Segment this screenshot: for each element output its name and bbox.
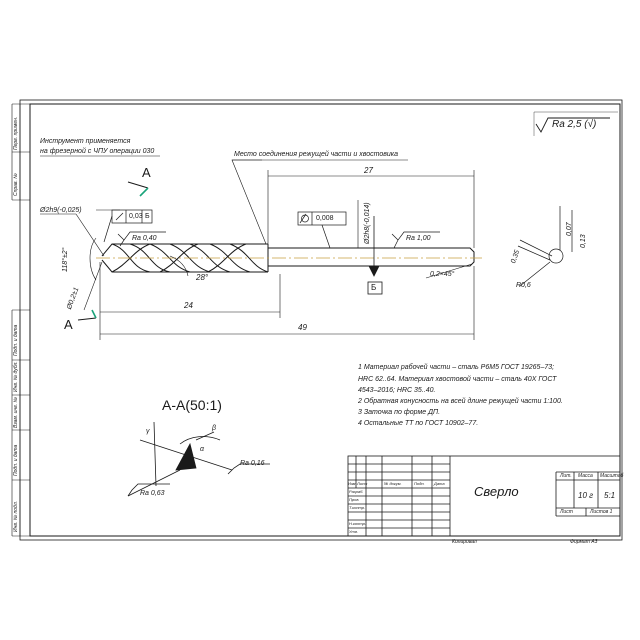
- section-title: A-A(50:1): [162, 397, 222, 413]
- radius-right: R0,6: [516, 282, 531, 289]
- roughness-tip: [117, 231, 166, 247]
- chamfer-dim: 0,2×45°: [430, 271, 455, 278]
- runout-frame: [103, 209, 153, 243]
- scale-value: 5:1: [604, 491, 616, 500]
- roughness-shank-label: Ra 1,00: [406, 235, 431, 242]
- roughness-section-left: Ra 0,63: [140, 490, 165, 497]
- section-marks: [77, 181, 149, 321]
- section-gamma: γ: [146, 428, 150, 435]
- dim-007: 0,07: [566, 222, 573, 236]
- section-view: [127, 421, 270, 497]
- joint-leader: [231, 159, 267, 245]
- sheets-label: Листов 1: [590, 509, 613, 515]
- dim-total-length-label: 49: [298, 323, 307, 332]
- side-label-6: Подп. и дата: [13, 444, 19, 476]
- cylindricity-frame: [297, 211, 347, 249]
- changes-col-5: Дата: [434, 481, 445, 486]
- tip-diameter: Ø2h9(-0,025): [40, 207, 82, 214]
- role-ncontrol: Н.контр.: [349, 521, 366, 526]
- datum-letter: Б: [371, 283, 377, 292]
- dim-shank-length-label: 27: [364, 166, 373, 175]
- dim-013: 0,13: [580, 234, 587, 248]
- general-roughness: Ra 2,5 (√): [552, 119, 597, 130]
- role-approved: Утв.: [349, 529, 359, 534]
- note-line-2: HRC 62..64. Материал хвостовой части – с…: [358, 376, 557, 383]
- datum-marker: [367, 216, 383, 295]
- header-lit: Лит.: [560, 473, 572, 479]
- changes-col-3: № докум.: [384, 481, 402, 486]
- helix-angle: 28°: [196, 273, 209, 282]
- dim-cutting-length: [99, 262, 281, 340]
- side-label-4: Инв. № дубл.: [13, 361, 19, 392]
- side-label-7: Инв. № подл.: [13, 500, 19, 532]
- role-tcontrol: Т.контр.: [349, 505, 366, 510]
- tip-dims: [40, 209, 120, 311]
- dim-total-length: [100, 266, 475, 340]
- note-line-1: 1 Материал рабочей части – сталь Р6М5 ГО…: [358, 364, 555, 371]
- section-beta: β: [212, 425, 216, 432]
- header-mass: Масса: [578, 473, 593, 479]
- side-strip: [11, 103, 30, 537]
- side-label-2: Справ. №: [13, 173, 19, 196]
- side-label-3: Подп. и дата: [13, 324, 19, 356]
- shank-diameter: Ø2h8(-0,014): [364, 202, 371, 244]
- instrument-note-line-1: Инструмент применяется: [40, 138, 131, 145]
- roughness-shank: [391, 231, 440, 249]
- role-developer: Разраб.: [349, 489, 364, 494]
- sheet-label: Лист: [560, 509, 573, 515]
- section-label-bottom: A: [64, 317, 73, 332]
- header-scale: Масштаб: [600, 473, 624, 479]
- dim-shank-length: [267, 170, 475, 248]
- helix-angle-arc: [169, 255, 189, 277]
- part-name: Сверло: [474, 484, 519, 499]
- note-line-4: 2 Обратная конусность на всей длине режу…: [358, 398, 563, 405]
- runout-datum: Б: [145, 213, 150, 220]
- section-label-top: A: [142, 165, 151, 180]
- section-alpha: α: [200, 446, 204, 453]
- chamfer-leader: [425, 263, 473, 279]
- tip-detail: [517, 206, 573, 287]
- copied-label: Копировал: [452, 539, 477, 545]
- sheet-frame: [19, 99, 623, 541]
- cylindricity-value: 0,008: [316, 215, 334, 222]
- roughness-tip-label: Ra 0,40: [132, 235, 157, 242]
- runout-value: 0,03: [129, 213, 143, 220]
- side-label-5: Взам. инв. №: [13, 397, 19, 428]
- side-label-1: Перв. примен.: [13, 116, 19, 150]
- format-label: Формат A3: [570, 539, 598, 545]
- drill-body: [101, 243, 475, 273]
- mass-value: 10 г: [578, 491, 594, 500]
- role-checker: Пров.: [349, 497, 360, 502]
- instrument-note-line-2: на фрезерной с ЧПУ операции 030: [40, 148, 155, 155]
- title-block-lines: [347, 455, 621, 537]
- note-line-3: 4543–2016; HRC 35..40.: [358, 387, 436, 394]
- roughness-section-right: Ra 0,16: [240, 460, 265, 467]
- joint-note: Место соединения режущей части и хвостов…: [234, 151, 398, 158]
- changes-col-2: Лист: [357, 481, 368, 486]
- dim-cutting-length-label: 24: [184, 301, 193, 310]
- note-line-5: 3 Заточка по форме ДП.: [358, 409, 441, 416]
- note-line-6: 4 Остальные ТТ по ГОСТ 10902–77.: [358, 420, 479, 427]
- changes-col-4: Подп.: [414, 481, 425, 486]
- changes-col-1: Изм: [348, 481, 356, 486]
- general-roughness-symbol: [533, 111, 618, 136]
- point-angle: 118°±2°: [62, 247, 69, 273]
- inner-frame: [29, 103, 621, 537]
